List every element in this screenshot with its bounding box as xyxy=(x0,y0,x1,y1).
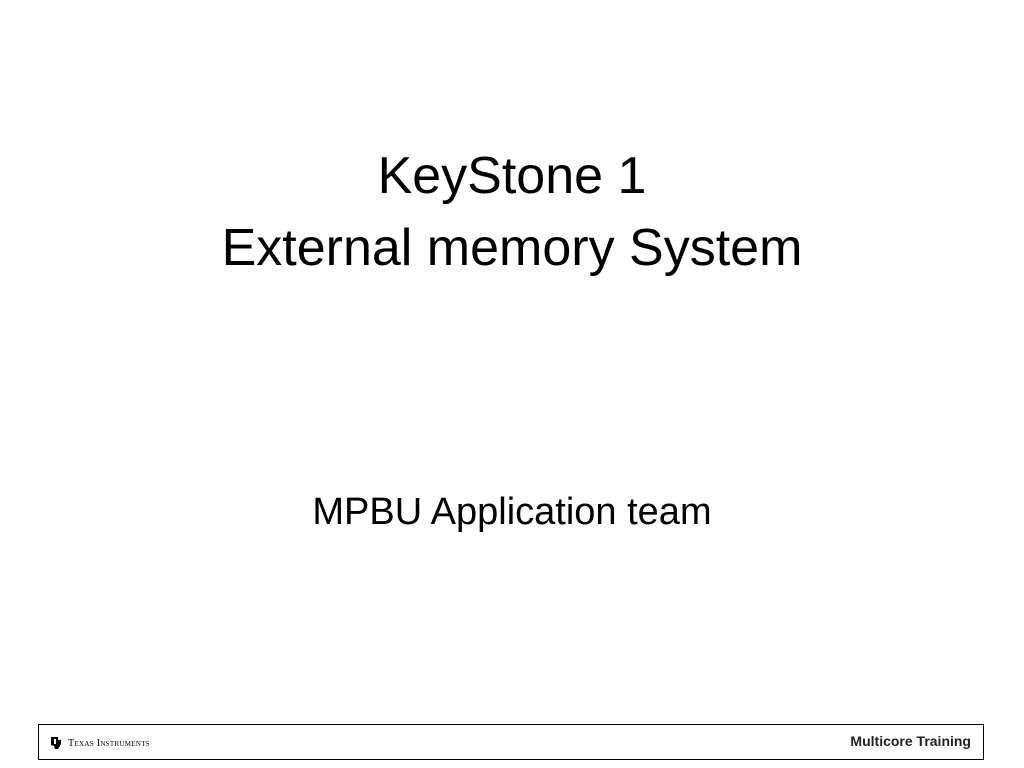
title-line-2: External memory System xyxy=(221,219,803,277)
texas-instruments-logo-icon xyxy=(51,737,61,749)
slide-title: KeyStone 1 External memory System xyxy=(0,140,1024,284)
footer-title: Multicore Training xyxy=(850,733,971,749)
footer-bar: Texas Instruments Multicore Training xyxy=(38,724,984,760)
title-line-1: KeyStone 1 xyxy=(377,147,647,205)
logo-text: Texas Instruments xyxy=(68,737,150,749)
slide-subtitle: MPBU Application team xyxy=(312,491,712,533)
texas-instruments-logo: Texas Instruments xyxy=(49,734,150,752)
